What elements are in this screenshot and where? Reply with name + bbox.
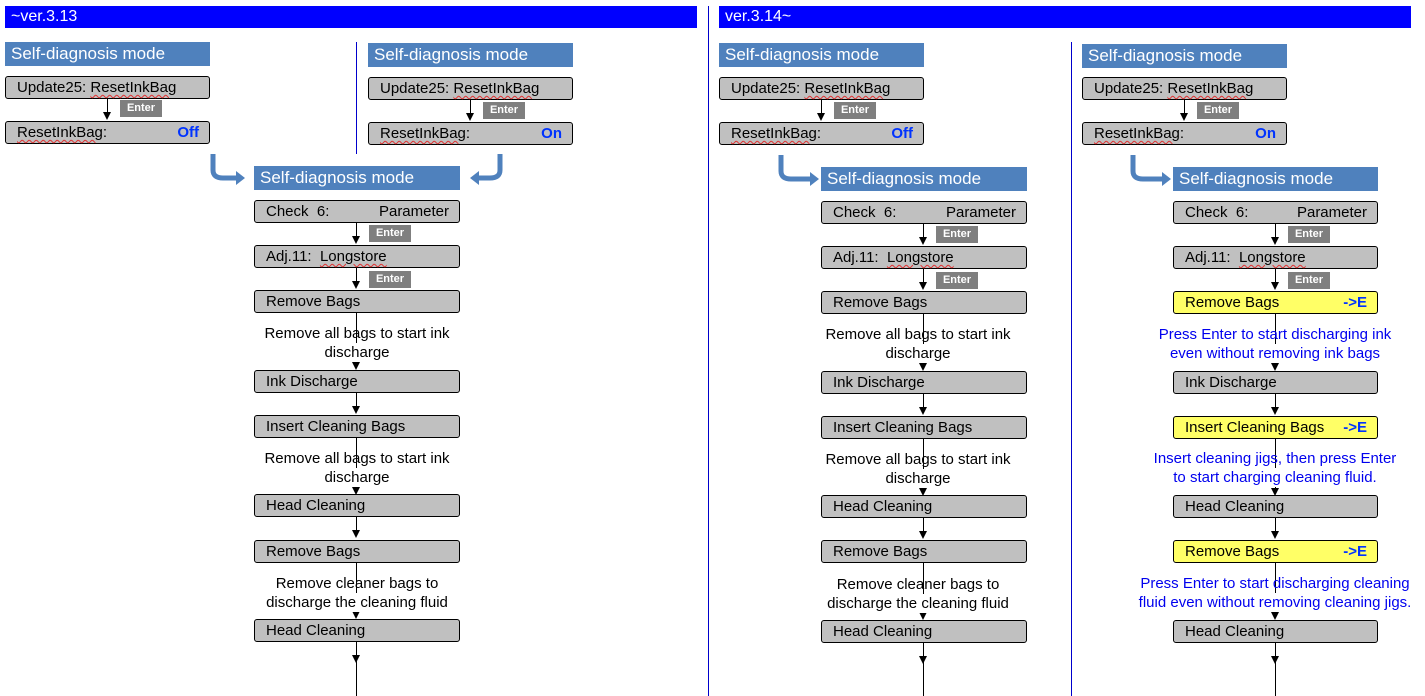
step-remove-bags-new-on-2: Remove Bags ->E [1173, 540, 1378, 563]
step-head-cleaning-old-1: Head Cleaning [254, 494, 460, 517]
version-label-new: ver.3.14~ [725, 8, 792, 25]
step-remove-bags-old: Remove Bags [254, 290, 460, 313]
mode-header-old-off: Self-diagnosis mode [5, 42, 210, 66]
update-name: ResetInkBag [90, 79, 177, 96]
check-item-old: Check 6: Parameter [254, 200, 460, 223]
enter-badge: Enter [936, 272, 978, 289]
update-prefix: Update25: [17, 79, 87, 96]
curve-arrow-left-old [210, 154, 245, 185]
enter-badge: Enter [120, 100, 162, 117]
new-column-divider [1071, 42, 1072, 696]
version-bar-new: ver.3.14~ [719, 6, 1411, 28]
step-head-cleaning-new-on-1: Head Cleaning [1173, 495, 1378, 518]
reset-name: ResetInkBag [17, 124, 103, 141]
connector-line [107, 99, 108, 113]
step-head-cleaning-new-off-1: Head Cleaning [821, 495, 1027, 518]
enter-badge: Enter [369, 225, 411, 242]
step-ink-discharge-new-off: Ink Discharge [821, 371, 1027, 394]
step-ink-discharge-old: Ink Discharge [254, 370, 460, 393]
enter-badge: Enter [369, 271, 411, 288]
update-item-old-on: Update25: ResetInkBag [368, 77, 573, 100]
step-insert-cleaning-bags-new-on: Insert Cleaning Bags ->E [1173, 416, 1378, 439]
update-item-new-off: Update25: ResetInkBag [719, 77, 924, 100]
enter-badge: Enter [1197, 102, 1239, 119]
mode-title: Self-diagnosis mode [374, 45, 529, 64]
reset-item-new-on: ResetInkBag: On [1082, 122, 1287, 145]
step-head-cleaning-new-off-2: Head Cleaning [821, 620, 1027, 643]
reset-value-off: Off [177, 124, 199, 141]
reset-value-on: On [541, 125, 562, 142]
connector-arrow [466, 113, 474, 121]
mode-header-old-flow: Self-diagnosis mode [254, 166, 460, 190]
version-bar-old: ~ver.3.13 [5, 6, 697, 28]
mode-header-new-flow-off: Self-diagnosis mode [821, 167, 1027, 191]
mode-header-new-flow-on: Self-diagnosis mode [1173, 167, 1378, 191]
step-remove-bags-new-off-2: Remove Bags [821, 540, 1027, 563]
step-head-cleaning-new-on-2: Head Cleaning [1173, 620, 1378, 643]
mode-header-new-off: Self-diagnosis mode [719, 43, 924, 67]
adj-item-new-off: Adj.11: Longstore [821, 246, 1027, 269]
old-column-divider [356, 42, 357, 154]
curve-arrow-new-off [778, 155, 819, 186]
check-item-new-on: Check 6: Parameter [1173, 201, 1378, 224]
reset-item-new-off: ResetInkBag: Off [719, 122, 924, 145]
step-head-cleaning-old-2: Head Cleaning [254, 619, 460, 642]
step-ink-discharge-new-on: Ink Discharge [1173, 371, 1378, 394]
step-remove-bags-new-off: Remove Bags [821, 291, 1027, 314]
step-insert-cleaning-bags-new-off: Insert Cleaning Bags [821, 416, 1027, 439]
curve-arrow-right-old [470, 154, 503, 185]
curve-arrow-new-on [1130, 155, 1171, 186]
enter-badge: Enter [1288, 226, 1330, 243]
enter-badge: Enter [936, 226, 978, 243]
reset-item-old-on: ResetInkBag: On [368, 122, 573, 145]
step-insert-cleaning-bags-old: Insert Cleaning Bags [254, 415, 460, 438]
adj-item-new-on: Adj.11: Longstore [1173, 246, 1378, 269]
version-label-old: ~ver.3.13 [11, 8, 78, 25]
mode-header-old-on: Self-diagnosis mode [368, 43, 573, 67]
update-item-new-on: Update25: ResetInkBag [1082, 77, 1287, 100]
adj-item-old: Adj.11: Longstore [254, 245, 460, 268]
mode-title: Self-diagnosis mode [11, 44, 166, 63]
connector-line [470, 100, 471, 114]
enter-badge: Enter [483, 102, 525, 119]
enter-badge: Enter [834, 102, 876, 119]
update-item-old-off: Update25: ResetInkBag [5, 76, 210, 99]
note-new-on-3: Press Enter to start discharging cleanin… [1138, 575, 1412, 612]
step-remove-bags-new-on: Remove Bags ->E [1173, 291, 1378, 314]
center-divider [708, 6, 709, 696]
step-remove-bags-old-2: Remove Bags [254, 540, 460, 563]
mode-header-new-on: Self-diagnosis mode [1082, 44, 1287, 68]
connector-arrow [103, 112, 111, 120]
enter-badge: Enter [1288, 272, 1330, 289]
reset-item-old-off: ResetInkBag: Off [5, 121, 210, 144]
check-item-new-off: Check 6: Parameter [821, 201, 1027, 224]
